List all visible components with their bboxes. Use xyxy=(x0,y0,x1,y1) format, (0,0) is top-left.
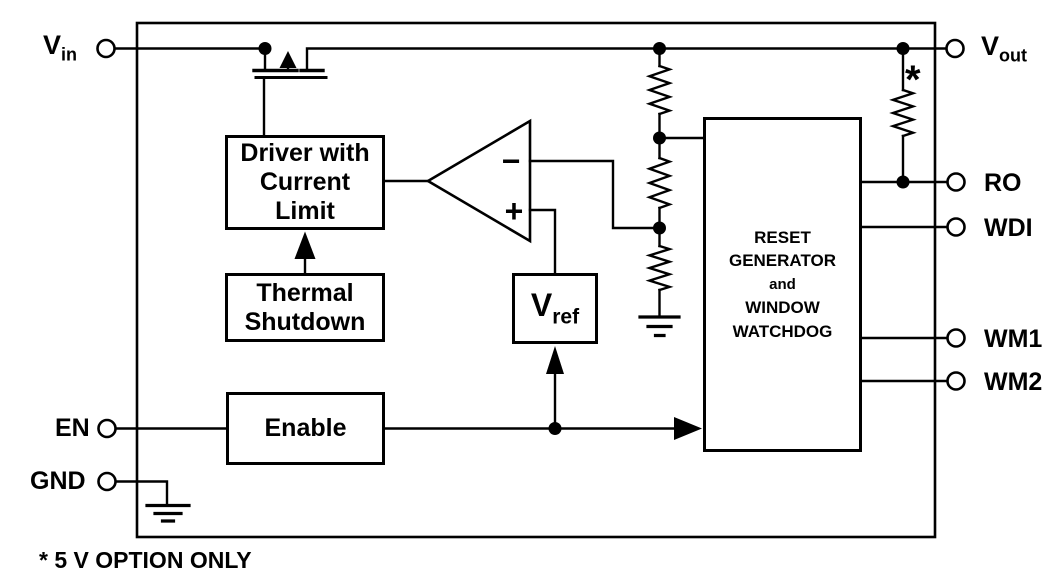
enable-block-label: Enable xyxy=(264,414,347,442)
resistor-r3-icon xyxy=(645,244,674,292)
resistor-r2-icon xyxy=(645,156,674,210)
thermal-block-label: Shutdown xyxy=(244,307,366,336)
reset-block-label: and xyxy=(769,275,796,293)
vout-wire xyxy=(305,47,948,71)
reset-watchdog-block: RESET GENERATOR and WINDOW WATCHDOG xyxy=(703,117,862,452)
resistor-pullup-icon xyxy=(889,88,917,138)
en-pin-circle xyxy=(97,418,117,439)
comparator-icon xyxy=(383,118,661,275)
vref-block: Vref xyxy=(512,273,598,344)
pullup-resistor xyxy=(889,47,917,184)
fet-body-arrow-icon xyxy=(279,51,297,68)
reset-block-label: RESET xyxy=(754,227,811,247)
vin-pin-circle xyxy=(96,38,116,59)
pullup-asterisk: * xyxy=(905,58,921,102)
comparator-plus-wire xyxy=(528,208,557,275)
comparator-minus-sign: − xyxy=(501,143,521,179)
driver-block: Driver with Current Limit xyxy=(225,135,385,230)
gnd-pin-circle xyxy=(97,471,117,492)
ro-pin-label: RO xyxy=(984,169,1022,197)
driver-block-label: Driver with xyxy=(240,139,370,167)
driver-block-label: Current xyxy=(259,168,351,196)
reset-block-label: WINDOW xyxy=(745,298,820,318)
ic-boundary-box xyxy=(135,21,937,539)
ground-icon xyxy=(145,503,191,523)
resistor-r1-icon xyxy=(645,64,674,116)
wdi-pin-circle xyxy=(946,217,966,237)
ground-icon xyxy=(638,315,681,338)
pass-fet-icon xyxy=(252,51,328,137)
footnote: * 5 V OPTION ONLY xyxy=(39,547,252,573)
wm2-pin-label: WM2 xyxy=(984,368,1043,396)
feedback-divider xyxy=(638,47,705,338)
pin-terminals xyxy=(96,38,966,492)
ro-pin-circle xyxy=(946,172,966,192)
wm2-pin-circle xyxy=(946,371,966,391)
thermal-block-label: Thermal xyxy=(256,278,354,307)
en-pin-label: EN xyxy=(55,414,90,442)
gnd-ground xyxy=(114,480,191,523)
vout-pin-label: Vout xyxy=(981,31,1027,66)
thermal-arrowhead-icon xyxy=(294,231,316,259)
gnd-pin-label: GND xyxy=(30,467,86,495)
wdi-pin-label: WDI xyxy=(984,214,1033,242)
vref-arrowhead-icon xyxy=(546,346,564,374)
reset-block-label: WATCHDOG xyxy=(732,321,833,341)
vout-pin-circle xyxy=(945,38,965,59)
enable-arrowhead-icon xyxy=(674,417,702,440)
driver-block-label: Limit xyxy=(275,197,335,225)
enable-block: Enable xyxy=(226,392,385,465)
wm1-pin-circle xyxy=(946,328,966,348)
reset-block-label: GENERATOR xyxy=(728,251,837,271)
vin-pin-label: Vin xyxy=(43,30,78,65)
wm1-pin-label: WM1 xyxy=(984,325,1043,353)
thermal-shutdown-block: Thermal Shutdown xyxy=(225,273,385,342)
comparator-minus-wire xyxy=(528,159,661,230)
junction-dots xyxy=(258,42,910,435)
vref-block-label: Vref xyxy=(530,287,580,329)
comparator-plus-sign: + xyxy=(504,193,524,229)
